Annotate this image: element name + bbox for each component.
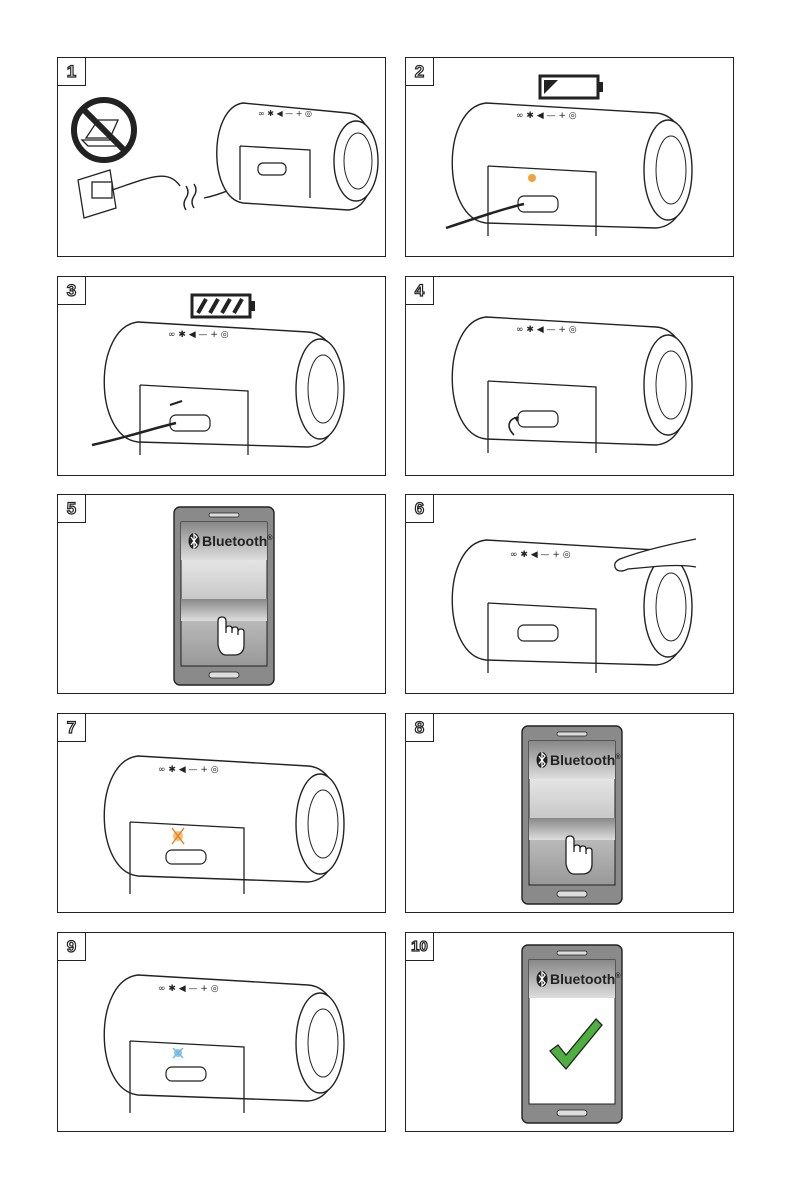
bluetooth-icon	[537, 752, 548, 768]
step-9-illustration: ∞ ✱ ◀ — + ◎	[58, 933, 386, 1132]
trademark-mark: ®	[615, 972, 621, 980]
trademark-mark: ®	[615, 753, 621, 761]
prohibited-laptop-icon	[74, 100, 134, 160]
step-panel-3: 3 ∞ ✱ ◀ — + ◎	[57, 276, 386, 476]
trademark-mark: ®	[267, 534, 273, 542]
speaker: ∞ ✱ ◀ — + ◎	[452, 317, 692, 453]
step-5-illustration: Bluetooth®	[58, 495, 386, 694]
step-1-illustration: ∞ ✱ ◀ — + ◎	[58, 58, 386, 257]
speaker: ∞ ✱ ◀ — + ◎	[217, 103, 378, 210]
step-panel-1: 1 ∞ ✱ ◀ — + ◎	[57, 57, 386, 257]
step-8-illustration: Bluetooth®	[406, 714, 734, 913]
smartphone: Bluetooth®	[522, 726, 622, 904]
svg-text:∞ ✱ ◀ — + ◎: ∞ ✱ ◀ — + ◎	[158, 765, 219, 775]
step-panel-8: 8 Bluetooth®	[405, 713, 734, 913]
battery-low-icon	[540, 76, 603, 98]
step-panel-7: 7 ∞ ✱ ◀ — + ◎	[57, 713, 386, 913]
smartphone: Bluetooth®	[522, 945, 622, 1123]
led-blue	[173, 1048, 183, 1058]
step-panel-9: 9 ∞ ✱ ◀ — + ◎	[57, 932, 386, 1132]
svg-text:∞ ✱ ◀ — + ◎: ∞ ✱ ◀ — + ◎	[168, 330, 229, 340]
speaker: ∞ ✱ ◀ — + ◎	[104, 975, 344, 1113]
battery-full-icon	[192, 295, 255, 317]
step-2-illustration: ∞ ✱ ◀ — + ◎	[406, 58, 734, 257]
svg-text:∞ ✱ ◀ — + ◎: ∞ ✱ ◀ — + ◎	[516, 111, 577, 121]
speaker: ∞ ✱ ◀ — + ◎	[104, 756, 344, 894]
speaker: ∞ ✱ ◀ — + ◎	[446, 103, 692, 236]
svg-text:∞ ✱ ◀ — + ◎: ∞ ✱ ◀ — + ◎	[510, 550, 571, 560]
svg-text:∞ ✱ ◀ — + ◎: ∞ ✱ ◀ — + ◎	[516, 325, 577, 335]
svg-text:∞ ✱ ◀ — + ◎: ∞ ✱ ◀ — + ◎	[158, 984, 219, 994]
step-10-illustration: Bluetooth®	[406, 933, 734, 1132]
step-panel-5: 5 Bluetooth®	[57, 494, 386, 694]
step-panel-10: 10 Bluetooth®	[405, 932, 734, 1132]
step-4-illustration: ∞ ✱ ◀ — + ◎	[406, 277, 734, 476]
step-7-illustration: ∞ ✱ ◀ — + ◎	[58, 714, 386, 913]
led-orange	[528, 174, 536, 182]
bluetooth-icon	[537, 971, 548, 987]
speaker: ∞ ✱ ◀ — + ◎	[92, 322, 344, 455]
smartphone: Bluetooth®	[174, 507, 274, 685]
step-panel-4: 4 ∞ ✱ ◀ — + ◎	[405, 276, 734, 476]
bluetooth-label: Bluetooth®	[550, 752, 621, 768]
step-panel-2: 2 ∞ ✱ ◀ — + ◎	[405, 57, 734, 257]
bluetooth-label: Bluetooth®	[550, 971, 621, 987]
bluetooth-icon	[189, 533, 200, 549]
step-6-illustration: ∞ ✱ ◀ — + ◎	[406, 495, 734, 694]
step-3-illustration: ∞ ✱ ◀ — + ◎	[58, 277, 386, 476]
bluetooth-label: Bluetooth®	[202, 533, 273, 549]
svg-text:∞ ✱ ◀ — + ◎: ∞ ✱ ◀ — + ◎	[258, 109, 312, 118]
step-panel-6: 6 ∞ ✱ ◀ — + ◎	[405, 494, 734, 694]
